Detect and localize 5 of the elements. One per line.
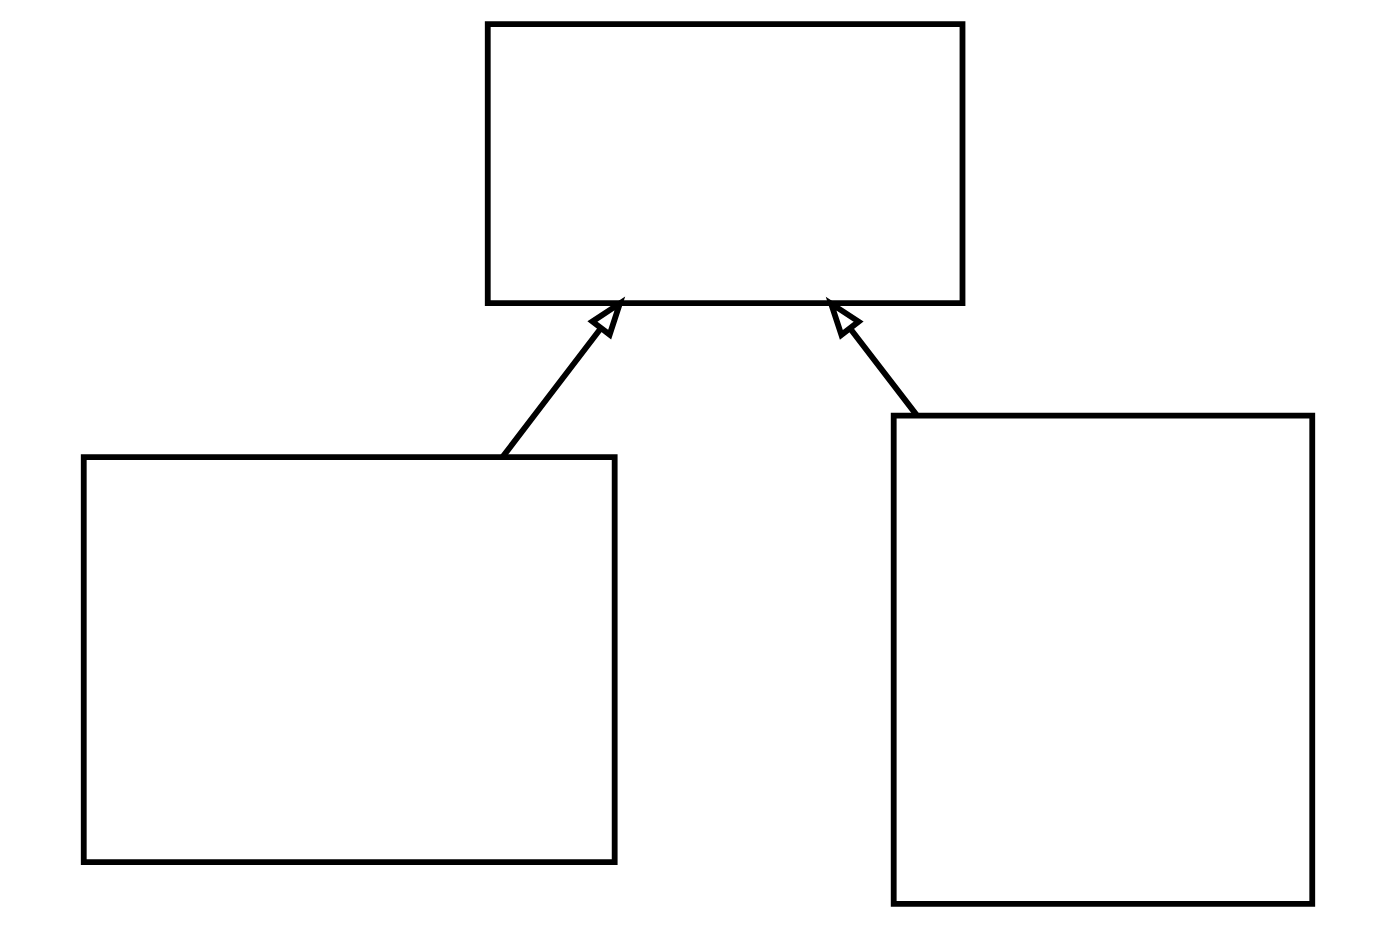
arrow bbox=[499, 296, 625, 459]
node-box bbox=[79, 454, 617, 866]
arrow bbox=[824, 296, 919, 418]
node-box bbox=[483, 21, 965, 307]
node-box bbox=[889, 412, 1315, 907]
